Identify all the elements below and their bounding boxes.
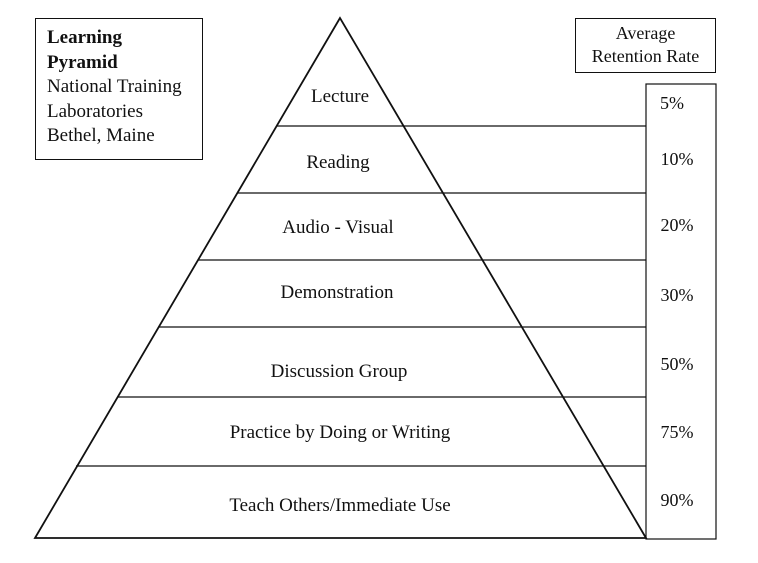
level-label-discussion-group: Discussion Group: [271, 361, 408, 382]
header-line-2: Retention Rate: [591, 46, 700, 66]
rate-label-practice: 75%: [661, 422, 694, 442]
source-detail-line-3: Bethel, Maine: [47, 125, 155, 146]
source-detail-line-1: National Training: [47, 76, 182, 97]
level-label-reading: Reading: [306, 152, 370, 173]
rate-label-discussion-group: 50%: [661, 354, 694, 374]
rate-label-lecture: 5%: [660, 93, 684, 113]
pyramid-outline: [33, 16, 648, 539]
header-line-1: Average: [615, 23, 676, 43]
rate-label-demonstration: 30%: [661, 285, 694, 305]
level-label-practice: Practice by Doing or Writing: [230, 422, 451, 443]
source-title-line-2: Pyramid: [47, 51, 118, 73]
rate-label-reading: 10%: [661, 149, 694, 169]
source-detail-line-2: Laboratories: [47, 100, 144, 122]
level-label-teach-others: Teach Others/Immediate Use: [229, 495, 450, 516]
rate-column-box: [645, 83, 717, 540]
level-label-lecture: Lecture: [311, 86, 369, 107]
level-label-audio-visual: Audio - Visual: [282, 217, 393, 238]
source-box: Learning Pyramid National Training Labor…: [35, 18, 203, 160]
source-title-line-1: Learning: [47, 27, 122, 48]
rate-label-teach-others: 90%: [661, 490, 694, 510]
level-label-demonstration: Demonstration: [281, 282, 394, 303]
rate-label-audio-visual: 20%: [661, 215, 694, 235]
retention-rate-header: Average Retention Rate: [575, 18, 716, 73]
